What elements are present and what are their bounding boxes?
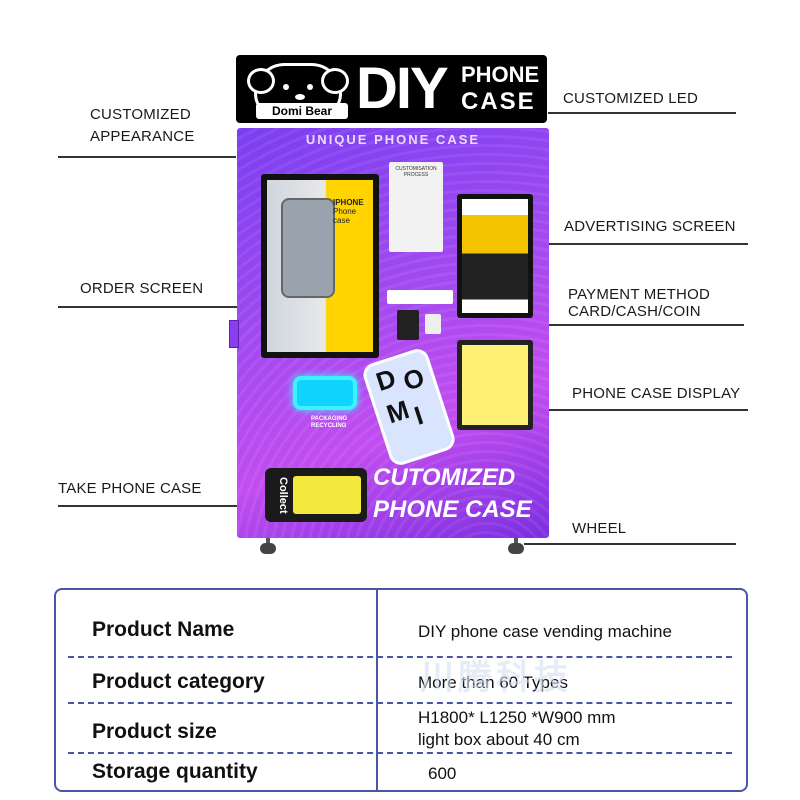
logo-diy: DIY xyxy=(356,56,449,121)
spec-name-product-name: Product Name xyxy=(92,618,235,641)
order-screen-title-1: IPHONE xyxy=(333,198,364,207)
spec-value-product-size-1: H1800* L1250 *W900 mm xyxy=(418,708,616,727)
machine-cabinet: UNIQUE PHONE CASE IPHONE Phone case CUST… xyxy=(237,128,549,538)
spec-name-product-category: Product category xyxy=(92,670,265,693)
callout-payment-method-line1: PAYMENT METHOD xyxy=(568,286,710,303)
side-lock-icon xyxy=(229,320,239,348)
rule-payment-method xyxy=(454,324,744,326)
sample-phone-case: D O M I xyxy=(360,346,458,468)
case-letter: M xyxy=(382,394,413,430)
cabinet-slogan: UNIQUE PHONE CASE xyxy=(305,132,481,147)
callout-customized-appearance-line1: CUSTOMIZED xyxy=(90,106,191,123)
callout-order-screen: ORDER SCREEN xyxy=(80,280,204,297)
spec-row-divider xyxy=(68,702,732,704)
callout-take-phone-case: TAKE PHONE CASE xyxy=(58,480,202,497)
brand-name: Domi Bear xyxy=(256,103,348,119)
callout-phone-case-display: PHONE CASE DISPLAY xyxy=(572,385,741,402)
spec-value-storage-quantity: 600 xyxy=(428,764,457,783)
rule-phone-case-display xyxy=(536,409,748,411)
order-screen-title-2: Phone case xyxy=(333,207,357,225)
bear-logo-icon xyxy=(247,63,349,117)
rule-wheel xyxy=(524,543,736,545)
case-letter: O xyxy=(399,361,429,397)
headline-line1: CUTOMIZED xyxy=(373,464,516,491)
recycle-button xyxy=(293,376,357,410)
watermark: 川腾科技 xyxy=(420,659,572,697)
process-card: CUSTOMISATION PROCESS xyxy=(389,162,443,252)
spec-value-product-size-2: light box about 40 cm xyxy=(418,730,580,749)
collect-label: Collect xyxy=(277,476,289,514)
rule-advertising-screen xyxy=(536,243,748,245)
collect-port: Collect xyxy=(265,468,367,522)
rule-order-screen xyxy=(58,306,258,308)
order-screen: IPHONE Phone case xyxy=(261,174,379,358)
led-lightbox: Domi Bear DIY PHONE CASE xyxy=(236,55,547,123)
callout-wheel: WHEEL xyxy=(572,520,627,537)
recycling-label: PACKAGING RECYCLING xyxy=(311,416,348,429)
spec-row-divider xyxy=(68,656,732,658)
rule-take-phone-case xyxy=(58,505,268,507)
callout-customized-appearance-line2: APPEARANCE xyxy=(90,128,195,145)
callout-customized-led: CUSTOMIZED LED xyxy=(563,90,699,107)
spec-value-product-category: More than 60 Types xyxy=(418,673,568,692)
wheel-left-icon xyxy=(258,538,278,554)
phone-case-display-window xyxy=(457,340,533,430)
collect-slot xyxy=(293,476,361,514)
advertising-screen xyxy=(457,194,533,318)
order-screen-title: IPHONE Phone case xyxy=(333,198,373,225)
spec-row-divider xyxy=(68,752,732,754)
spec-value-product-name: DIY phone case vending machine xyxy=(418,622,672,641)
spec-name-product-size: Product size xyxy=(92,720,217,743)
phone-preview-icon xyxy=(281,198,335,298)
coin-slot xyxy=(425,314,441,334)
wheel-right-icon xyxy=(506,538,526,554)
case-letter: D xyxy=(372,362,400,397)
rule-customized-appearance xyxy=(58,156,236,158)
card-reader xyxy=(397,310,419,340)
rule-customized-led xyxy=(548,112,736,114)
callout-advertising-screen: ADVERTISING SCREEN xyxy=(564,218,736,235)
callout-customized-appearance: CUSTOMIZED APPEARANCE xyxy=(90,104,195,148)
logo-case: CASE xyxy=(461,88,536,115)
process-card-title: CUSTOMISATION PROCESS xyxy=(395,166,437,178)
spec-table-divider xyxy=(376,590,378,790)
headline-line2: PHONE CASE xyxy=(373,496,532,523)
case-letter: I xyxy=(410,400,427,431)
spec-name-storage-quantity: Storage quantity xyxy=(92,760,258,783)
callout-payment-method-line2: CARD/CASH/COIN xyxy=(568,303,701,320)
callout-payment-method: PAYMENT METHOD CARD/CASH/COIN xyxy=(568,286,710,320)
payment-icons xyxy=(387,290,453,304)
spec-table: Product Name DIY phone case vending mach… xyxy=(54,588,748,792)
logo-phone: PHONE xyxy=(461,62,540,87)
